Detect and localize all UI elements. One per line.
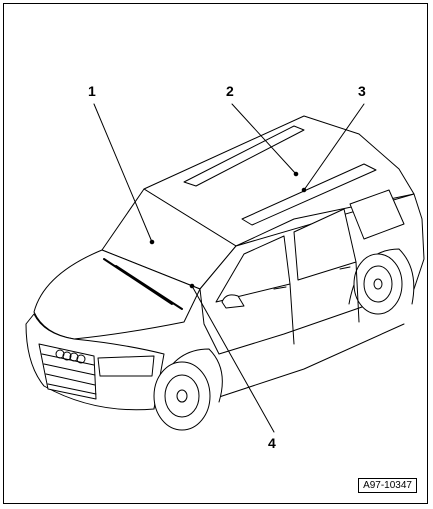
front-side-window: [215, 235, 291, 303]
leader-line-3: [303, 103, 365, 191]
callout-3: 3: [358, 83, 366, 99]
headlight: [97, 355, 155, 377]
vehicle-illustration: [25, 103, 425, 433]
front-wheel: [153, 361, 211, 431]
roof-rail-right: [241, 163, 377, 226]
side-sill: [203, 323, 405, 403]
side-mirror: [221, 294, 245, 309]
callout-1: 1: [88, 83, 96, 99]
figure-frame: 1 2 3 4 A97-10347: [3, 3, 428, 504]
wiper-right: [115, 265, 183, 310]
callout-2: 2: [226, 83, 234, 99]
roof-rail-left: [183, 125, 305, 187]
roof-outline: [143, 115, 415, 247]
quarter-window: [349, 189, 405, 240]
leader-line-1: [93, 103, 153, 243]
leader-line-2: [231, 103, 297, 175]
rear-wheel: [353, 253, 403, 315]
callout-4: 4: [268, 435, 276, 451]
leader-line-4: [191, 285, 275, 433]
reference-code: A97-10347: [358, 478, 417, 493]
